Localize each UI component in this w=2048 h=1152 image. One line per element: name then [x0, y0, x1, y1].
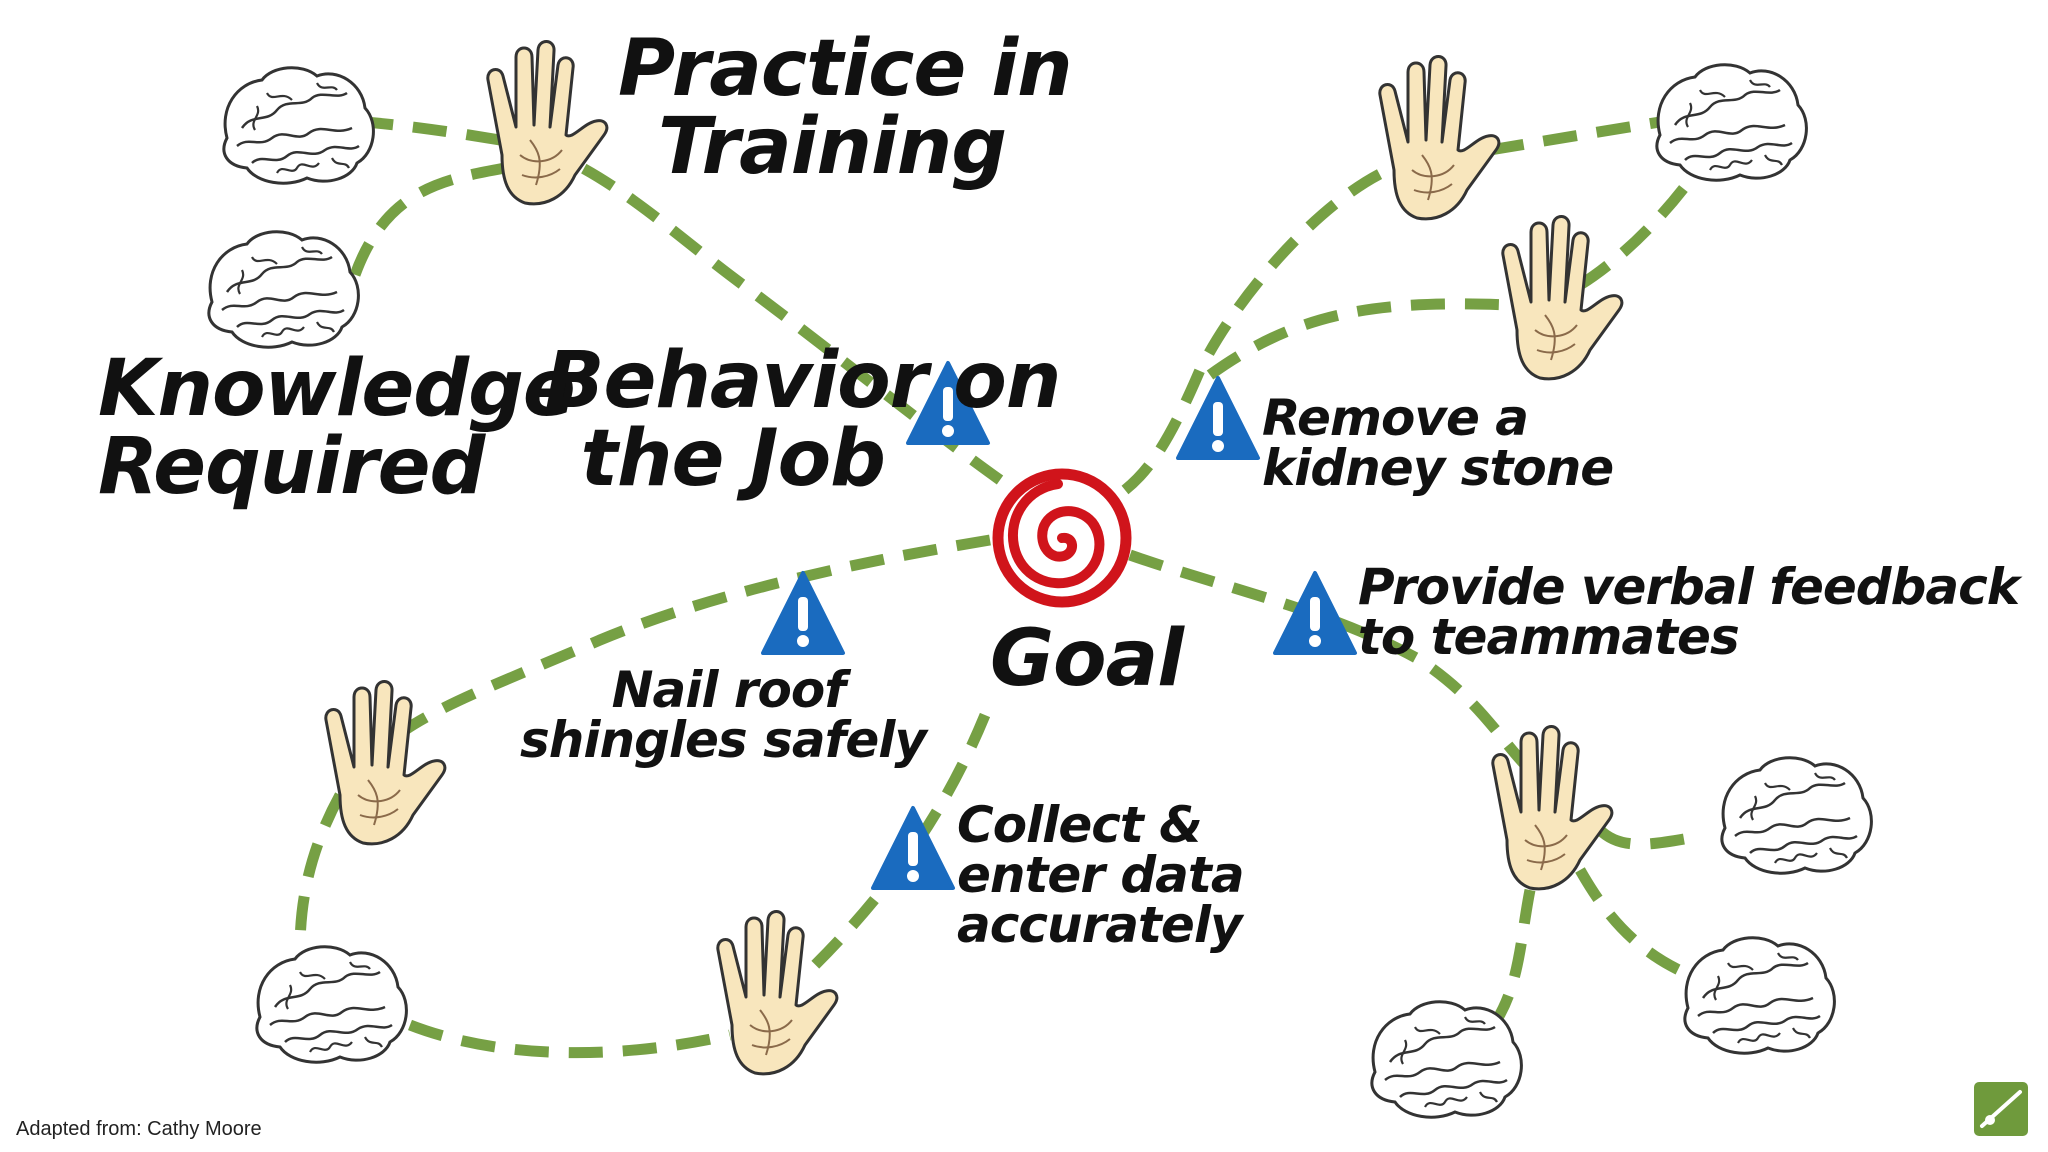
practice-line-1: Practice in — [618, 24, 1073, 114]
verbal-feedback-label: Provide verbal feedback to teammates — [1358, 558, 2020, 666]
collect-data-label: Collect & enter data accurately — [957, 796, 1245, 954]
knowledge-line-1: Knowledge — [98, 344, 576, 434]
behavior-line-2: the Job — [580, 414, 886, 504]
path-hand-lr-to-brain-mid — [1575, 867, 1693, 981]
path-brain-left-to-hand-bottom — [408, 1019, 732, 1059]
path-goal-to-hand-lr — [1128, 549, 1534, 774]
brain-icon — [207, 230, 360, 349]
shingles-line-2: shingles safely — [520, 711, 927, 769]
path-practice-to-brain-top — [364, 116, 501, 146]
behavior-on-job-label: Behavior on the Job — [545, 336, 1061, 504]
brain-icon — [255, 945, 408, 1064]
feedback-line-1: Provide verbal feedback — [1358, 558, 2020, 616]
path-goal-to-hand-ur2 — [1206, 298, 1511, 380]
data-line-3: accurately — [957, 896, 1243, 954]
attribution-footer: Adapted from: Cathy Moore — [16, 1118, 262, 1140]
path-hand-left-to-brain — [294, 792, 345, 951]
warning-icon — [871, 806, 955, 890]
brain-icon — [1720, 756, 1873, 875]
warning-icon — [1273, 571, 1357, 655]
knowledge-line-2: Required — [98, 422, 485, 512]
path-hand-lr-to-brain-bottom — [1485, 888, 1536, 1034]
logo-glyph — [1980, 1090, 2022, 1128]
path-hand-ur1-to-brain — [1489, 116, 1661, 156]
spiral-goal-icon — [992, 468, 1132, 608]
kidney-line-1: Remove a — [1262, 389, 1529, 447]
practice-in-training-label: Practice in Training — [618, 24, 1073, 192]
path-practice-to-brain-lower — [344, 162, 506, 292]
hand-icon — [1378, 54, 1501, 221]
data-line-1: Collect & — [957, 796, 1203, 854]
path-hand-lr-to-brain-right — [1596, 825, 1691, 850]
path-goal-to-practice — [528, 139, 1004, 485]
goal-label: Goal — [990, 614, 1184, 704]
brain-icon — [1370, 1000, 1523, 1119]
hand-icon — [486, 39, 609, 206]
kidney-line-2: kidney stone — [1262, 439, 1614, 497]
path-hand-ur2-to-brain — [1577, 176, 1695, 290]
brain-icon — [1655, 63, 1808, 182]
knowledge-required-label: Knowledge Required — [98, 344, 576, 512]
hand-icon — [716, 909, 839, 1076]
hand-icon — [1501, 214, 1624, 381]
data-line-2: enter data — [957, 846, 1245, 904]
hand-icon — [324, 679, 447, 846]
behavior-line-1: Behavior on — [545, 336, 1061, 426]
practice-line-2: Training — [658, 102, 1007, 192]
roof-shingles-label: Nail roof shingles safely — [520, 661, 927, 769]
path-goal-to-hand-left — [401, 534, 991, 735]
path-goal-to-hand-ur1 — [1121, 159, 1402, 495]
logo-icon — [1974, 1082, 2028, 1136]
brain-icon — [222, 66, 375, 185]
kidney-stone-label: Remove a kidney stone — [1262, 389, 1614, 497]
feedback-line-2: to teammates — [1358, 608, 1740, 666]
brain-icon — [1683, 936, 1836, 1055]
shingles-line-1: Nail roof — [611, 661, 846, 719]
